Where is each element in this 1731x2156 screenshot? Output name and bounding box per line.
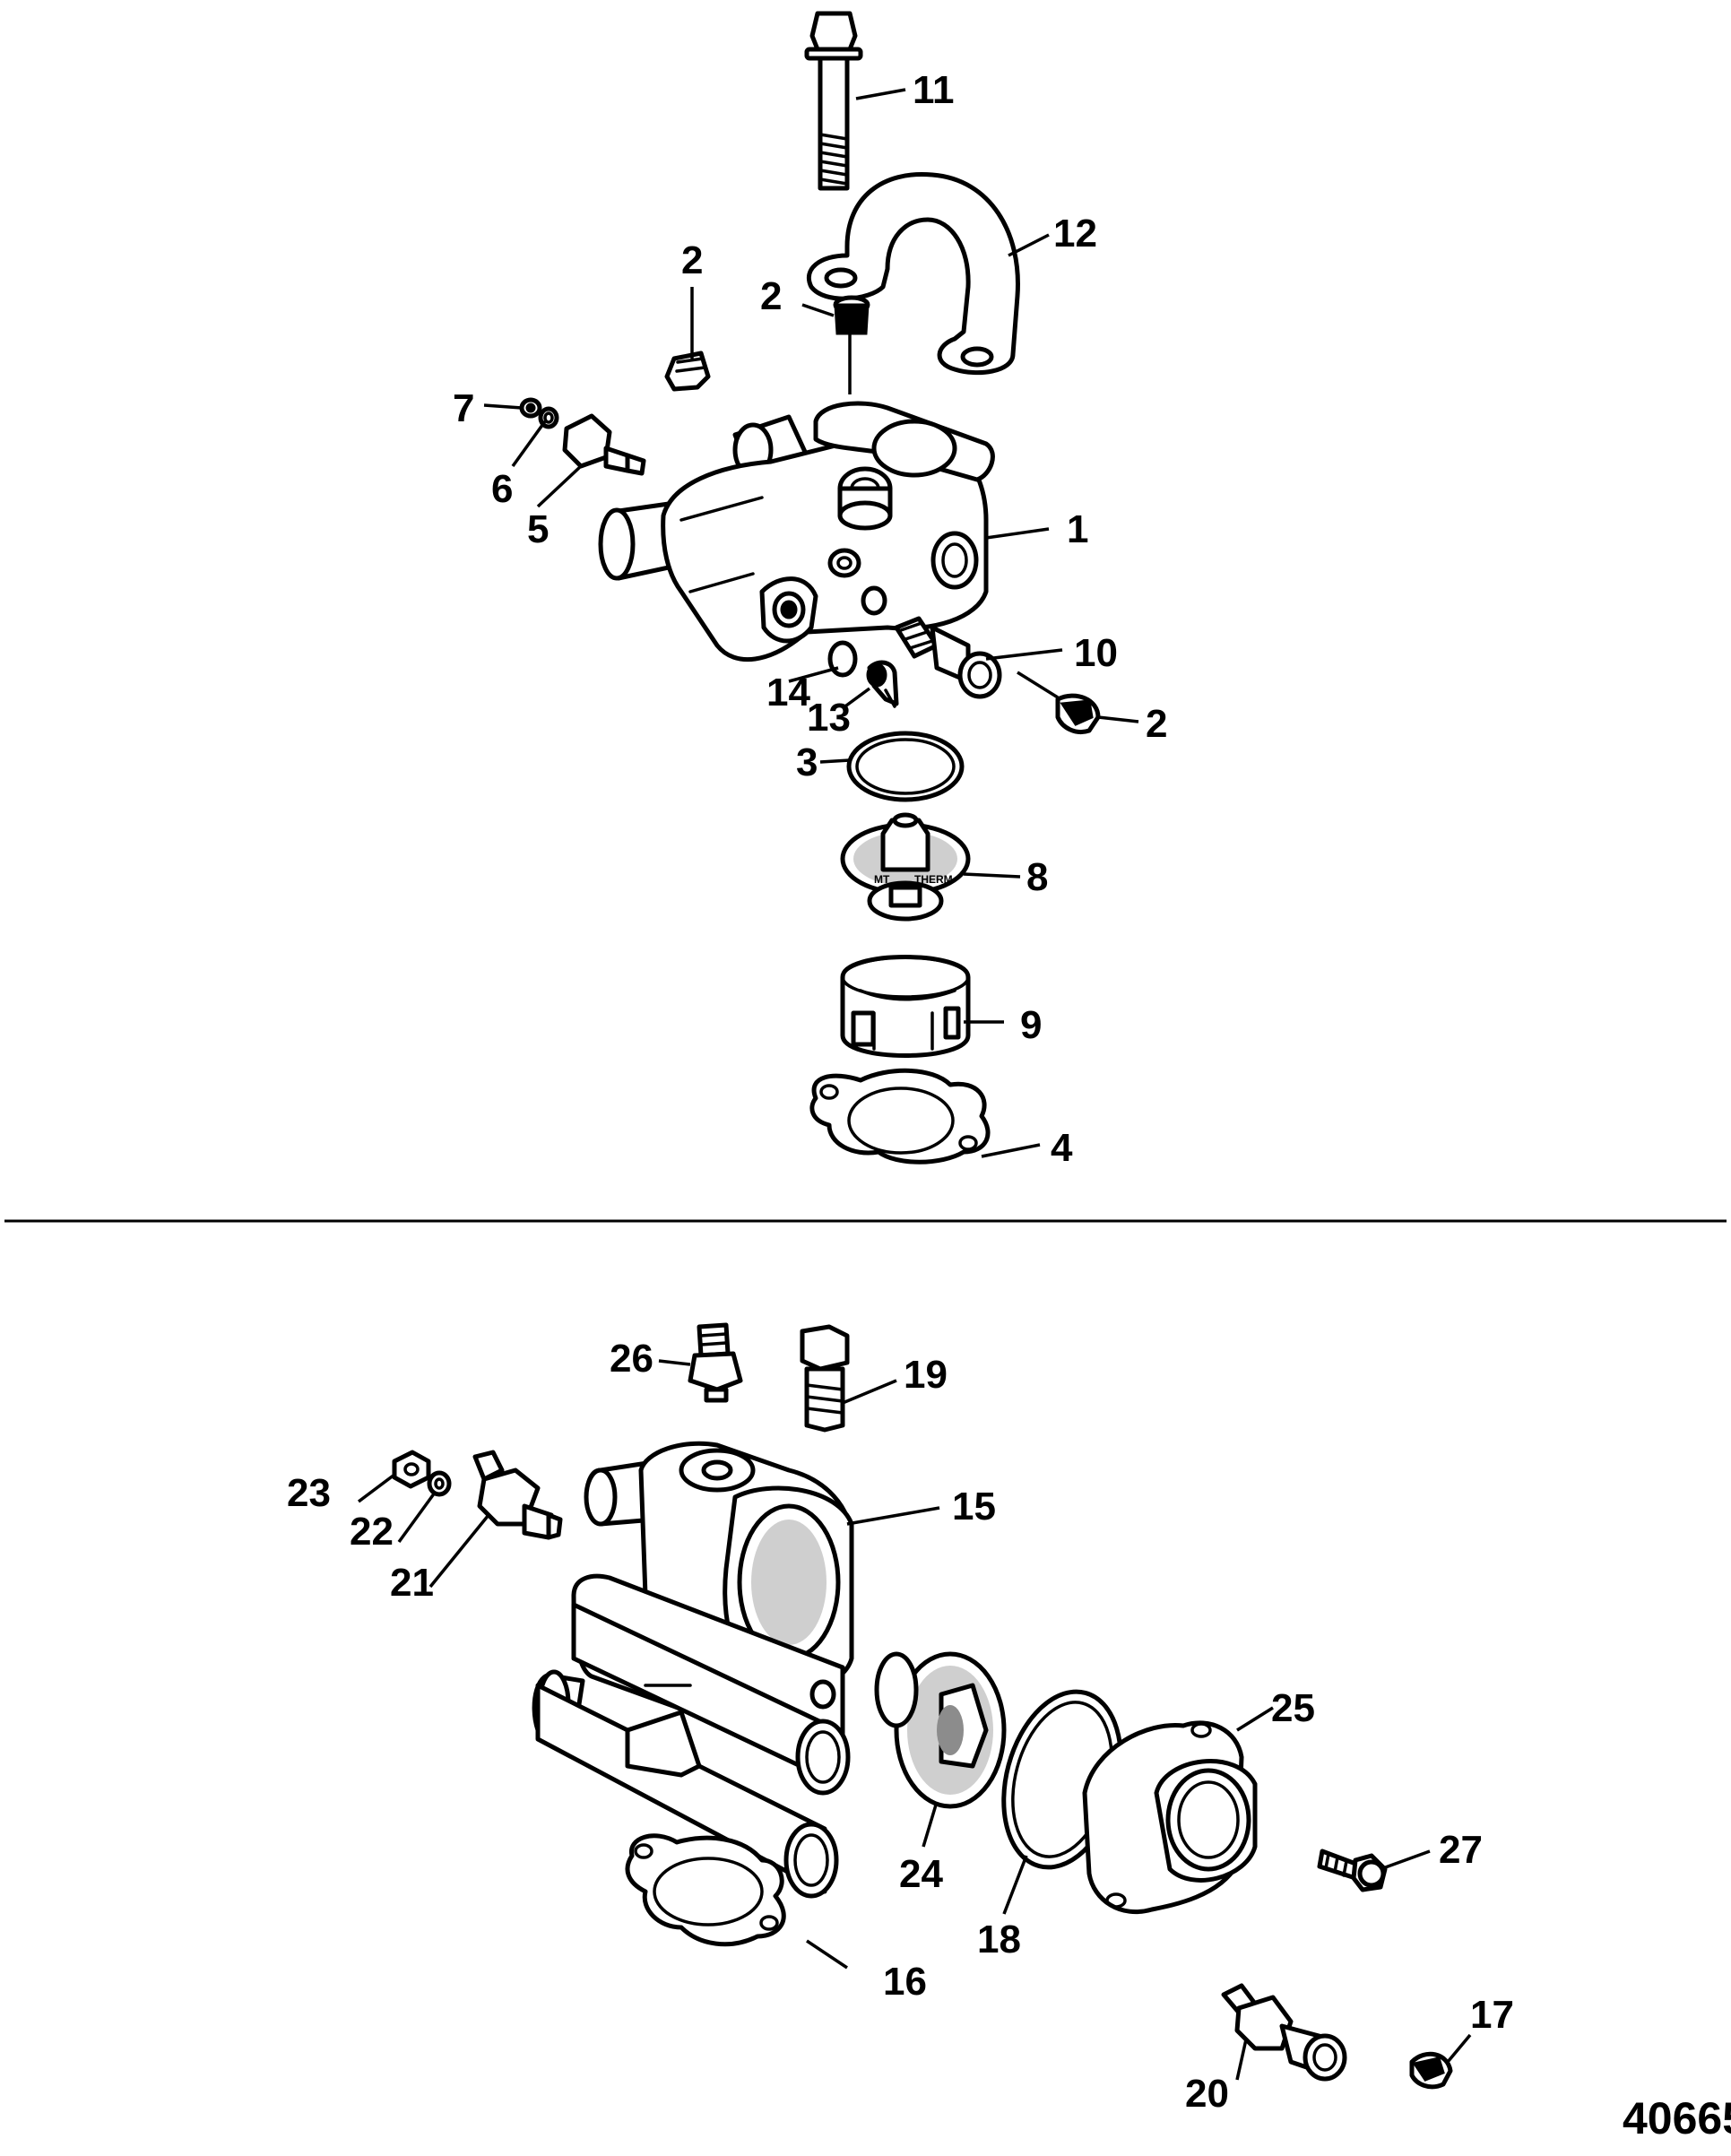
lower-leader-lines <box>357 1359 1472 2081</box>
part-15-housing <box>532 1441 854 1899</box>
callout-24: 24 <box>899 1852 943 1896</box>
callout-23: 23 <box>287 1471 331 1515</box>
upper-leader-lines <box>483 88 1139 1158</box>
callout-12: 12 <box>1053 212 1097 255</box>
part-17-plug <box>1409 2051 1453 2090</box>
callout-15: 15 <box>952 1485 996 1528</box>
callout-21: 21 <box>390 1561 434 1605</box>
callout-16: 16 <box>883 1960 927 2004</box>
part-5-fitting <box>562 413 646 476</box>
lower-callouts: 26 19 23 22 21 15 24 18 25 27 16 20 17 <box>287 1337 1514 2116</box>
callout-2b: 2 <box>760 274 782 318</box>
callout-1: 1 <box>1067 507 1088 551</box>
part-2-plug-left <box>664 351 711 392</box>
part-3-o-ring <box>846 731 965 802</box>
callout-18: 18 <box>977 1918 1021 1961</box>
callout-26: 26 <box>610 1337 653 1381</box>
callout-13: 13 <box>807 696 851 740</box>
part-23-nut <box>392 1450 431 1489</box>
callout-5: 5 <box>527 507 549 551</box>
part-25-cover <box>1082 1720 1258 1915</box>
callout-14: 14 <box>766 671 810 714</box>
part-8-thermostat: MT THERM <box>840 812 971 922</box>
callout-11: 11 <box>913 68 955 112</box>
part-27-bolt <box>1317 1849 1388 1892</box>
upper-assembly: MT THERM <box>453 11 1167 1170</box>
part-12-bracket <box>807 171 1020 376</box>
callout-4: 4 <box>1051 1126 1073 1170</box>
callout-3: 3 <box>796 740 818 784</box>
part-13-fitting <box>866 660 899 708</box>
part-19-bolt <box>800 1324 850 1433</box>
callout-2a: 2 <box>681 238 703 282</box>
callout-9: 9 <box>1020 1003 1042 1047</box>
part-2-plug-right <box>1055 693 1101 734</box>
part-26-fitting <box>688 1322 743 1403</box>
part-9-sleeve <box>840 955 971 1058</box>
callout-17: 17 <box>1470 1993 1514 2037</box>
callout-2c: 2 <box>1146 702 1167 746</box>
part-10-sensor <box>894 616 1002 699</box>
callout-25: 25 <box>1271 1686 1315 1730</box>
callout-8: 8 <box>1026 855 1048 899</box>
callout-22: 22 <box>350 1510 394 1554</box>
callout-10: 10 <box>1074 631 1118 675</box>
svg-text:MT: MT <box>874 873 890 886</box>
part-11-bolt <box>804 11 863 191</box>
callout-27: 27 <box>1439 1828 1483 1872</box>
part-4-gasket <box>809 1068 991 1165</box>
svg-text:THERM: THERM <box>914 873 953 886</box>
part-20-sensor <box>1221 1983 1347 2082</box>
part-16-gasket <box>625 1833 786 1947</box>
part-7-nut <box>519 397 542 419</box>
callout-20: 20 <box>1185 2072 1229 2116</box>
callout-6: 6 <box>491 467 513 511</box>
lower-assembly: 26 19 23 22 21 15 24 18 25 27 16 20 17 <box>287 1322 1514 2116</box>
part-22-washer <box>427 1470 452 1497</box>
upper-callouts: 11 12 2 2 7 6 5 1 10 2 14 13 3 8 9 4 <box>453 68 1167 1170</box>
part-21-sensor <box>472 1450 563 1540</box>
callout-19: 19 <box>904 1353 948 1397</box>
part-6-washer <box>538 406 559 429</box>
part-24-thermostat <box>874 1651 1007 1809</box>
part-2-plug-center <box>833 295 870 394</box>
callout-7: 7 <box>453 386 474 430</box>
figure-number: 40665 <box>1623 2093 1731 2143</box>
part-1-thermostat-housing <box>598 401 995 662</box>
